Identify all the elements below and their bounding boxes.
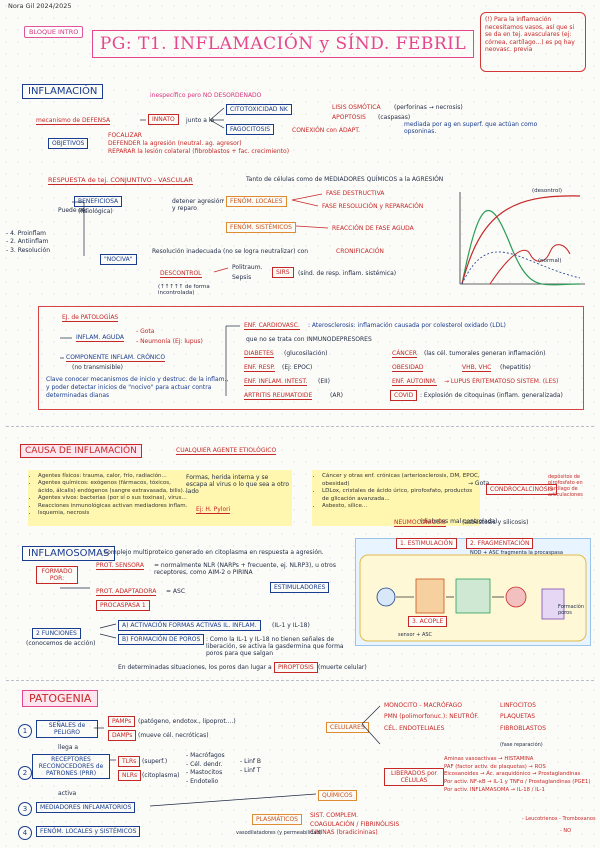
- connector-lines: [0, 0, 600, 848]
- notes-page: Nora Gil 2024/2025 BLOQUE INTRO PG: T1. …: [0, 0, 600, 848]
